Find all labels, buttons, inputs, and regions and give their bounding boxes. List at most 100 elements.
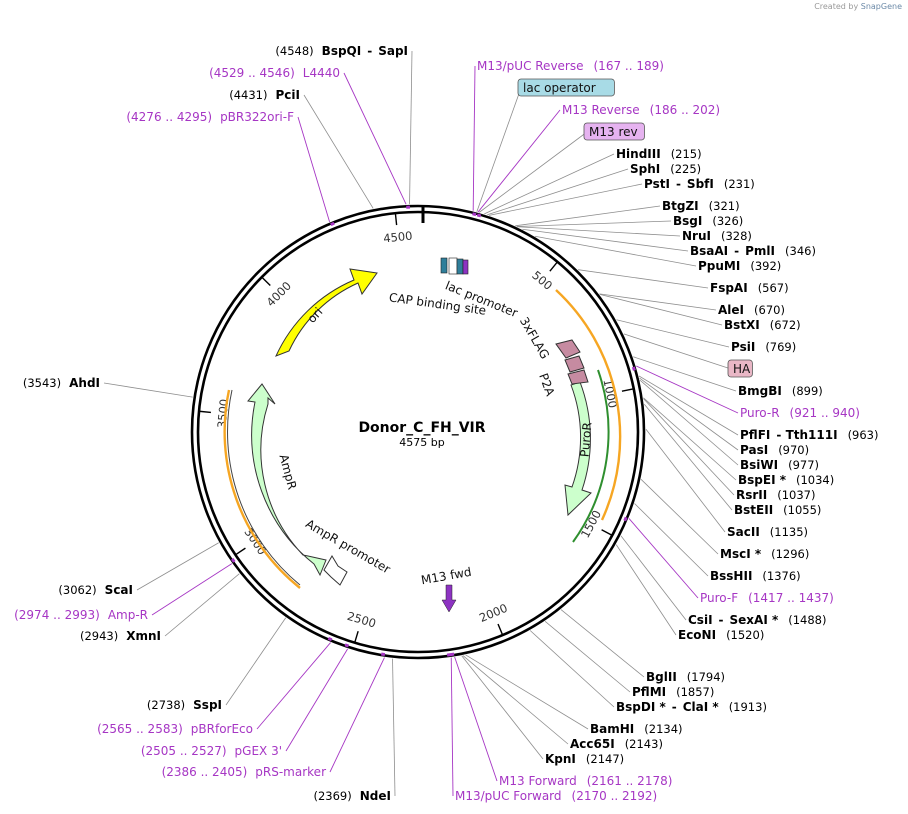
puror_p-name: Puro-R	[740, 406, 780, 420]
scai-pos: (3062)	[58, 583, 96, 597]
krui-name: NruI	[682, 229, 711, 243]
leader-line	[623, 333, 732, 370]
puror-label: PuroR	[578, 422, 595, 458]
hindiii-label: HindIII(215)	[616, 147, 702, 161]
backbone-inner-ring	[196, 210, 640, 654]
bstxi-pos: (672)	[770, 318, 801, 332]
m13rev_p-name: M13 Reverse	[562, 103, 640, 117]
m13-fwd-label: M13 fwd	[420, 565, 473, 588]
ampr_p-label: (2974 .. 2993)Amp-R	[14, 608, 148, 622]
sphi-pos: (225)	[670, 162, 701, 176]
ndei-name: NdeI	[360, 789, 391, 803]
bstxi-name: BstXI	[724, 318, 760, 332]
bmgbi-pos: (899)	[792, 384, 823, 398]
flag-label: 3xFLAG	[517, 315, 552, 362]
name-separator: -	[734, 244, 739, 258]
puror_p-pos: (921 .. 940)	[790, 406, 860, 420]
snapgene-credit: Created by SnapGene	[814, 2, 902, 11]
primer-site-mark	[327, 636, 333, 642]
bspdi-name: BspDI *	[616, 700, 666, 714]
leader-line	[285, 648, 349, 752]
purof_p-label: Puro-F(1417 .. 1437)	[700, 591, 834, 605]
bspqi-label: (4548)BspQI-SapI	[275, 44, 408, 58]
orange-span-left	[223, 389, 301, 589]
psti-label: PstI-SbfI(231)	[644, 177, 755, 191]
tick-label: 2500	[346, 609, 378, 631]
ampr-label: AmpR	[276, 453, 299, 491]
xmni-name: XmnI	[126, 629, 161, 643]
tick-mark	[394, 213, 398, 226]
bsgi-label: BsgI(326)	[673, 214, 743, 228]
pgex-label: (2505 .. 2527)pGEX 3'	[141, 744, 282, 758]
bspei-name: BspEI *	[738, 473, 787, 487]
primer-site-mark	[381, 652, 386, 657]
ndei-pos: (2369)	[314, 789, 352, 803]
csii-pos: (1488)	[788, 613, 826, 627]
msci-label: MscI *(1296)	[720, 547, 809, 561]
m13puc_fwd-pos: (2170 .. 2192)	[572, 789, 658, 803]
name-separator: -	[776, 428, 781, 442]
primer-site-mark	[472, 212, 477, 217]
leader-line	[478, 131, 588, 213]
primer-site-mark	[623, 516, 628, 522]
l4440-pos: (4529 .. 4546)	[209, 66, 295, 80]
name-separator: -	[719, 613, 724, 627]
puror-arrow	[564, 381, 592, 517]
leader-line	[544, 620, 631, 693]
leader-line	[343, 72, 407, 205]
bspqi-name2: SapI	[378, 44, 408, 58]
leader-line	[136, 542, 219, 591]
leader-line	[639, 377, 739, 451]
tick-label: 4500	[383, 229, 414, 246]
label-layer: (4548)BspQI-SapI(4529 .. 4546)L4440(4431…	[14, 44, 878, 803]
kpni-pos: (2147)	[586, 752, 624, 766]
ha-label: HA	[733, 362, 751, 376]
pbr322-label: (4276 .. 4295)pBR322ori-F	[126, 110, 294, 124]
ndei-label: (2369) NdeI	[314, 789, 392, 803]
m13puc_rev-label: M13/pUC Reverse(167 .. 189)	[477, 59, 664, 73]
m13rev_f-box	[583, 122, 645, 141]
p2a-label: P2A	[536, 371, 557, 398]
m13fwd_p-name: M13 Forward	[499, 774, 577, 788]
bsiwi-label: BsiWI(977)	[740, 458, 819, 472]
bmgbi-label: BmgBI(899)	[738, 384, 823, 398]
name-separator: -	[672, 700, 677, 714]
m13-rev-box	[462, 259, 469, 275]
primer-site-mark	[631, 366, 636, 371]
leader-line	[615, 544, 677, 636]
flag-arrow	[555, 339, 581, 359]
rsrii-name: RsrII	[736, 488, 767, 502]
m13puc_fwd-label: M13/pUC Forward(2170 .. 2192)	[455, 789, 657, 803]
fspai-label: FspAI(567)	[710, 281, 789, 295]
pcii-name: PciI	[276, 88, 301, 102]
bamhi-label: BamHI (2134)	[590, 722, 683, 736]
bsaai-label: BsaAI-PmlI(346)	[690, 244, 816, 258]
pgex-name: pGEX 3'	[235, 744, 282, 758]
leader-line	[303, 94, 374, 209]
primer-site-mark	[330, 221, 335, 226]
acc65i-pos: (2143)	[625, 737, 663, 751]
leader-line	[599, 293, 717, 311]
bsaai-name2: PmlI	[745, 244, 775, 258]
leader-line	[465, 654, 589, 730]
name-separator: -	[676, 177, 681, 191]
leader-line	[392, 658, 396, 797]
tick-label: 2000	[477, 601, 509, 625]
bsshii-label: BssHII(1376)	[710, 569, 801, 583]
bamhi-pos: (2134)	[644, 722, 682, 736]
leader-line	[164, 573, 240, 637]
backbone-outer-ring	[190, 204, 646, 660]
pasi-pos: (970)	[778, 443, 809, 457]
leader-line	[454, 656, 498, 782]
pbrfor-name: pBRforEco	[191, 722, 253, 736]
primer-site-mark	[344, 643, 350, 648]
bamhi-name: BamHI	[590, 722, 634, 736]
ori-label: ori	[305, 305, 326, 326]
leader-line	[644, 404, 733, 511]
leader-line	[476, 87, 522, 212]
bsiwi-name: BsiWI	[740, 458, 778, 472]
m13rev_p-label: M13 Reverse(186 .. 202)	[562, 103, 720, 117]
bspdi-pos: (1913)	[729, 700, 767, 714]
bspei-label: BspEI *(1034)	[738, 473, 834, 487]
primer-site-mark	[450, 652, 455, 657]
